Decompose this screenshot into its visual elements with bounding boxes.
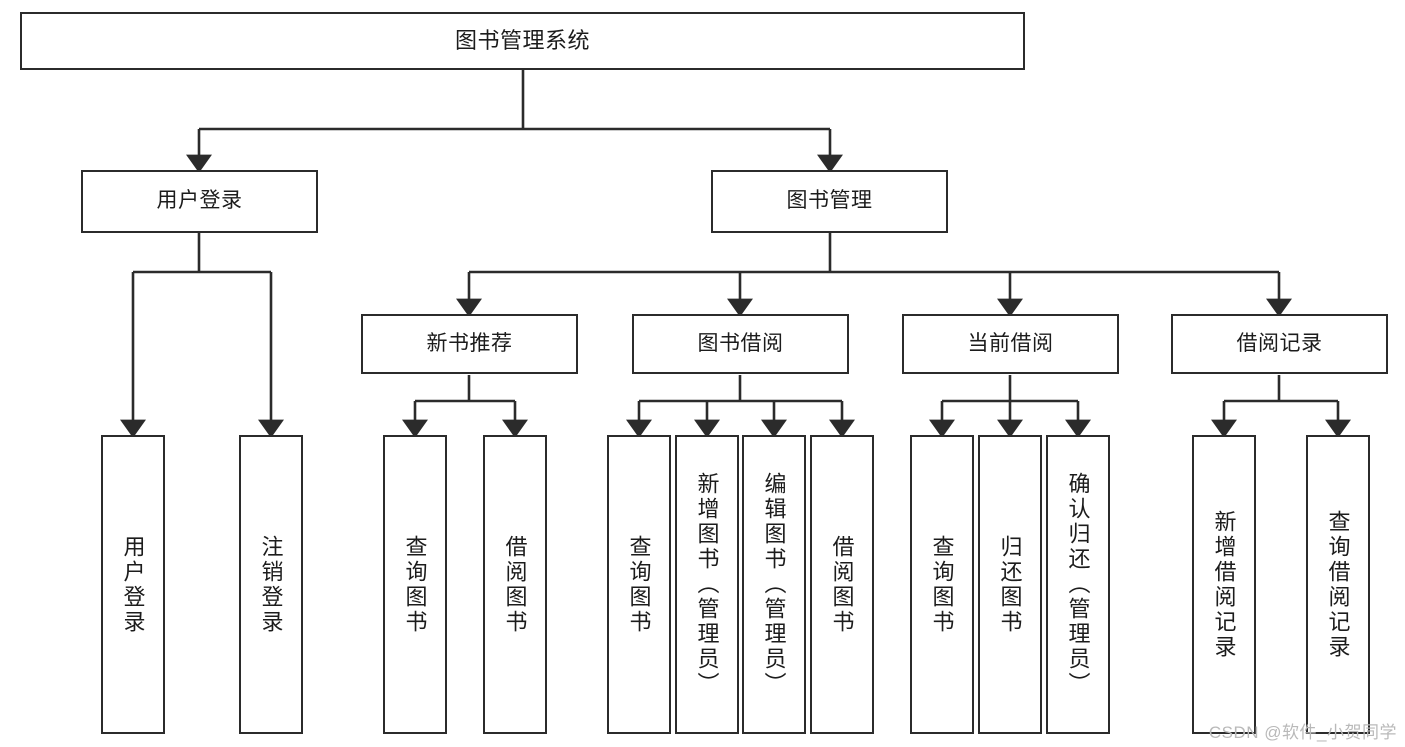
node-user-login[interactable]: 用户登录 xyxy=(81,170,318,233)
csdn-watermark: CSDN @软件_小贺同学 xyxy=(1208,723,1397,742)
node-leaf-return-book-label: 归还图书 xyxy=(997,534,1023,635)
node-new-book-recommend[interactable]: 新书推荐 xyxy=(361,314,578,374)
node-leaf-add-record-label: 新增借阅记录 xyxy=(1211,509,1237,660)
node-leaf-user-login[interactable]: 用户登录 xyxy=(101,435,165,734)
node-book-manage-label: 图书管理 xyxy=(786,189,873,213)
node-leaf-add-book[interactable]: 新增图书（管理员） xyxy=(675,435,739,734)
node-new-book-recommend-label: 新书推荐 xyxy=(426,331,513,355)
node-leaf-borrow-book-2-label: 借阅图书 xyxy=(829,534,855,635)
node-current-borrow-label: 当前借阅 xyxy=(967,331,1054,355)
node-leaf-return-book[interactable]: 归还图书 xyxy=(978,435,1042,734)
node-borrow-record-label: 借阅记录 xyxy=(1236,331,1323,355)
node-book-borrow-label: 图书借阅 xyxy=(697,331,784,355)
node-leaf-query-record-label: 查询借阅记录 xyxy=(1325,509,1351,660)
node-leaf-query-book-3-label: 查询图书 xyxy=(929,534,955,635)
node-leaf-edit-book[interactable]: 编辑图书（管理员） xyxy=(742,435,806,734)
node-leaf-add-book-label: 新增图书（管理员） xyxy=(694,472,720,697)
node-current-borrow[interactable]: 当前借阅 xyxy=(902,314,1119,374)
node-leaf-user-login-label: 用户登录 xyxy=(120,534,146,635)
node-root-system[interactable]: 图书管理系统 xyxy=(20,12,1025,70)
node-leaf-query-book-1-label: 查询图书 xyxy=(402,534,428,635)
node-leaf-add-record[interactable]: 新增借阅记录 xyxy=(1192,435,1256,734)
node-leaf-confirm-return[interactable]: 确认归还（管理员） xyxy=(1046,435,1110,734)
node-user-login-label: 用户登录 xyxy=(156,189,243,213)
node-leaf-confirm-return-label: 确认归还（管理员） xyxy=(1065,472,1091,697)
node-book-manage[interactable]: 图书管理 xyxy=(711,170,948,233)
node-leaf-borrow-book-1-label: 借阅图书 xyxy=(502,534,528,635)
node-leaf-logout-login[interactable]: 注销登录 xyxy=(239,435,303,734)
node-leaf-borrow-book-2[interactable]: 借阅图书 xyxy=(810,435,874,734)
node-leaf-query-book-2[interactable]: 查询图书 xyxy=(607,435,671,734)
node-leaf-query-book-1[interactable]: 查询图书 xyxy=(383,435,447,734)
node-book-borrow[interactable]: 图书借阅 xyxy=(632,314,849,374)
node-leaf-query-book-3[interactable]: 查询图书 xyxy=(910,435,974,734)
node-leaf-query-book-2-label: 查询图书 xyxy=(626,534,652,635)
node-leaf-query-record[interactable]: 查询借阅记录 xyxy=(1306,435,1370,734)
node-leaf-logout-login-label: 注销登录 xyxy=(258,534,284,635)
node-root-system-label: 图书管理系统 xyxy=(454,28,590,54)
node-borrow-record[interactable]: 借阅记录 xyxy=(1171,314,1388,374)
node-leaf-borrow-book-1[interactable]: 借阅图书 xyxy=(483,435,547,734)
node-leaf-edit-book-label: 编辑图书（管理员） xyxy=(761,472,787,697)
